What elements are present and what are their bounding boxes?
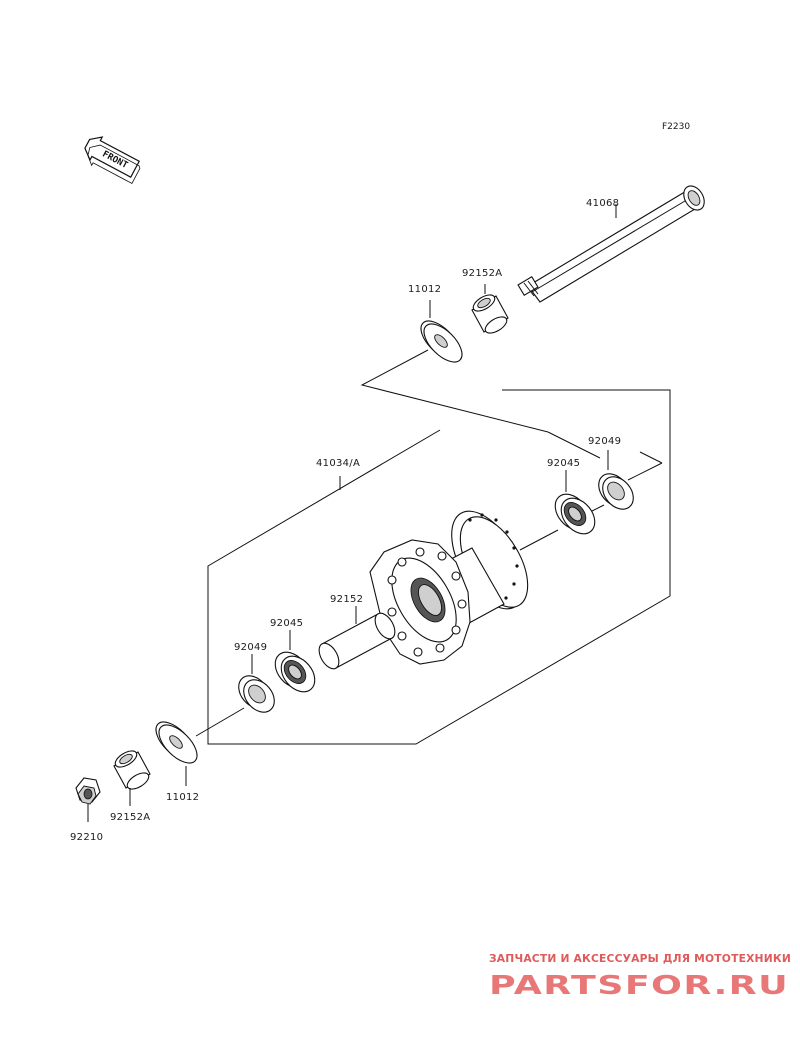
watermark-tagline: ЗАПЧАСТИ И АКСЕССУАРЫ ДЛЯ МОТОТЕХНИКИ — [489, 952, 791, 965]
nut-92210 — [75, 777, 101, 822]
label-92049-left: 92049 — [234, 642, 267, 653]
wheel-hub — [369, 510, 529, 665]
label-92210: 92210 — [70, 832, 103, 843]
axle-41068 — [517, 185, 705, 303]
bearing-92045-right — [554, 470, 596, 535]
axis-line-top — [360, 349, 549, 433]
watermark: ЗАПЧАСТИ И АКСЕССУАРЫ ДЛЯ МОТОТЕХНИКИ PA… — [489, 952, 791, 1001]
label-92049-right: 92049 — [588, 436, 621, 447]
seal-92049-right — [598, 450, 634, 510]
bearing-92045-left — [274, 630, 316, 693]
axis-line-bottom — [195, 707, 245, 737]
label-92152a-top: 92152A — [462, 268, 502, 279]
figure-code: F2230 — [662, 122, 690, 132]
label-92045-left: 92045 — [270, 618, 303, 629]
washer-11012-bottom — [155, 721, 198, 786]
hub-assembly-bracket — [207, 389, 671, 745]
spacer-92152 — [318, 606, 396, 670]
label-11012-top: 11012 — [408, 284, 441, 295]
label-41068: 41068 — [586, 198, 619, 209]
label-92152a-bottom: 92152A — [110, 812, 150, 823]
watermark-brand: PARTSFOR.RU — [489, 971, 789, 1001]
label-11012-bottom: 11012 — [166, 792, 199, 803]
collar-92152a-bottom — [113, 750, 151, 806]
label-41034a: 41034/A — [316, 458, 360, 469]
label-92045-right: 92045 — [547, 458, 580, 469]
label-92152: 92152 — [330, 594, 363, 605]
front-arrow-icon: FRONT — [84, 136, 141, 184]
seal-92049-left — [238, 654, 275, 713]
collar-92152a-top — [471, 284, 509, 334]
washer-11012-top — [420, 300, 463, 363]
